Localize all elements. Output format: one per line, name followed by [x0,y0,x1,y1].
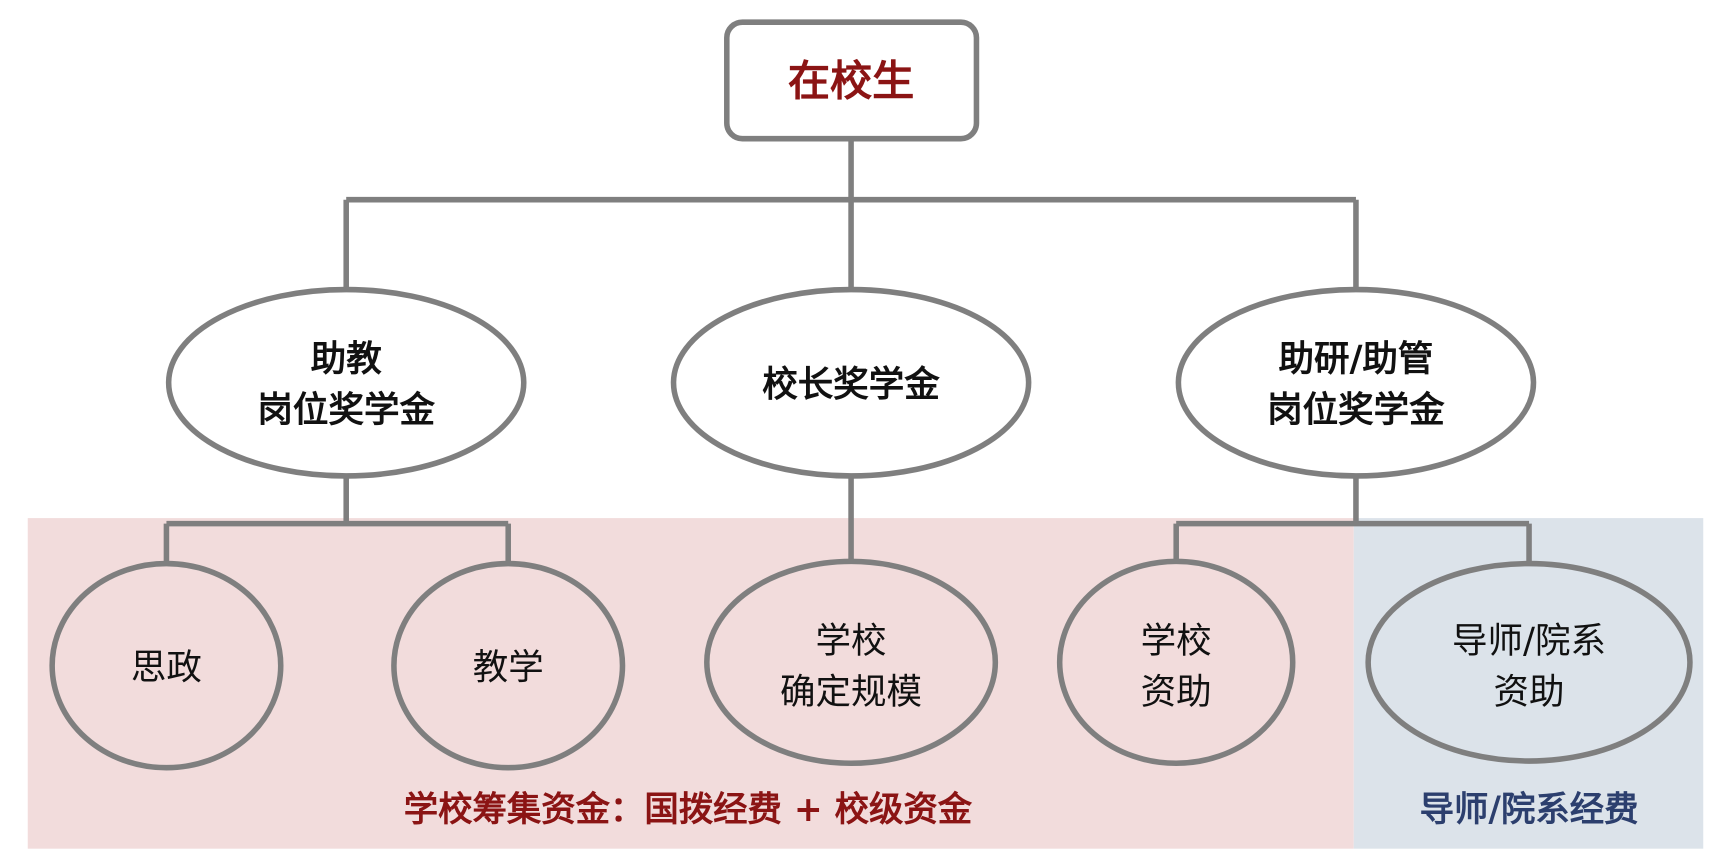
node-teaching: 教学 [391,560,626,771]
node-teaching-assistant-scholarship: 助教 岗位奖学金 [165,286,527,479]
node-label: 确定规模 [780,671,922,712]
node-school-funding: 学校 资助 [1056,558,1296,767]
node-label: 学校 [816,620,887,661]
advisor-funding-caption: 导师/院系经费 [1420,790,1639,830]
node-label: 校长奖学金 [762,364,940,405]
node-label: 导师/院系 [1452,620,1606,661]
node-label: 助教 [311,339,383,380]
node-label: 资助 [1141,671,1212,712]
node-advisor-funding: 导师/院系 资助 [1365,560,1693,764]
node-president-scholarship: 校长奖学金 [670,286,1032,479]
node-label: 资助 [1494,671,1565,712]
node-label: 教学 [473,647,544,688]
connectors [163,138,1532,566]
node-label: 学校 [1141,620,1212,661]
node-ideology: 思政 [49,560,284,771]
node-school-scale: 学校 确定规模 [704,558,999,767]
root-node: 在校生 [724,19,980,142]
node-label: 岗位奖学金 [1267,390,1445,431]
node-label: 思政 [131,647,202,688]
root-label: 在校生 [788,56,914,105]
node-label: 助研/助管 [1278,339,1433,380]
school-funding-band [27,518,1354,849]
school-funding-caption: 学校筹集资金：国拨经费 + 校级资金 [404,790,973,830]
node-research-assistant-scholarship: 助研/助管 岗位奖学金 [1175,286,1537,479]
node-label: 岗位奖学金 [257,390,435,431]
advisor-funding-band [1353,518,1704,849]
